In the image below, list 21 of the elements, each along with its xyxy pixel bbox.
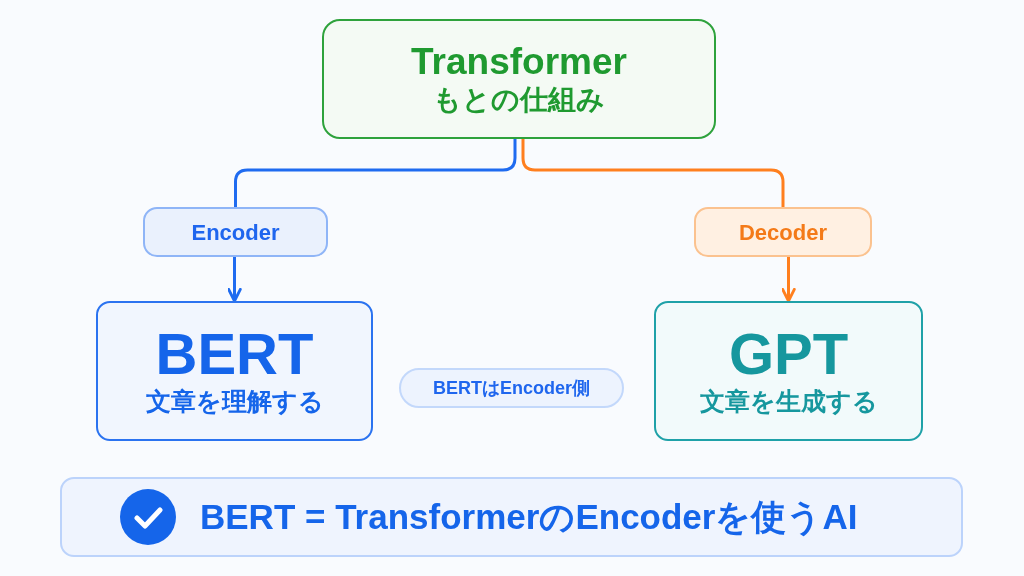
summary-banner — [60, 477, 963, 557]
connector-line — [521, 137, 785, 209]
box-title: Transformer — [411, 41, 627, 83]
box-subtitle: もとの仕組み — [433, 82, 605, 117]
summary-text: BERT = TransformerのEncoderを使うAI — [200, 495, 858, 539]
box-title: BERT — [155, 324, 314, 386]
root-box — [322, 19, 716, 139]
encoder-pill — [143, 207, 328, 257]
arrow — [781, 255, 796, 303]
connector-line — [234, 137, 517, 209]
model-box — [654, 301, 923, 441]
note-text: BERTはEncoder側 — [433, 376, 590, 400]
box-title: GPT — [728, 324, 849, 386]
pill-label: Encoder — [191, 218, 280, 247]
decoder-pill — [694, 207, 872, 257]
pill-label: Decoder — [738, 218, 827, 247]
arrow — [227, 255, 242, 303]
box-subtitle: 文章を生成する — [699, 386, 878, 418]
box-subtitle: 文章を理解する — [145, 386, 324, 418]
note-pill — [399, 368, 624, 408]
model-box — [96, 301, 373, 441]
